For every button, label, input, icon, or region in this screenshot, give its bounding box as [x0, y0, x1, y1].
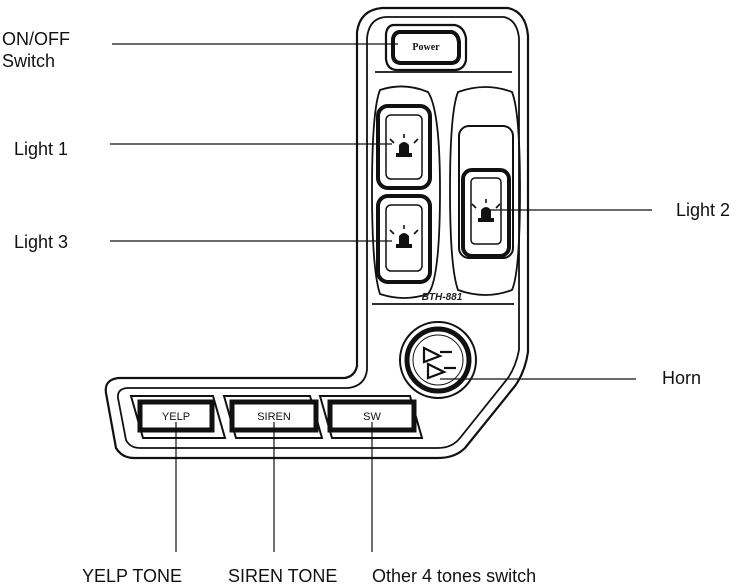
callout-horn: Horn: [662, 368, 702, 388]
model-label: BTH-881: [422, 292, 463, 303]
warning-light-icon: [389, 225, 419, 248]
callout-other-tones: Other 4 tones switch: [372, 566, 537, 586]
light-3-button[interactable]: [376, 194, 432, 284]
horn-button[interactable]: [399, 321, 477, 399]
callout-on-off-line1: ON/OFF: [2, 29, 70, 49]
horn-icon: [422, 346, 456, 380]
light-2-button[interactable]: [461, 168, 511, 258]
power-button[interactable]: Power: [384, 23, 468, 72]
housing-inner-outline: [117, 16, 520, 449]
light-1-button[interactable]: [376, 104, 432, 190]
siren-button[interactable]: SIREN: [222, 395, 324, 439]
sw-button-label: SW: [363, 411, 381, 423]
warning-light-icon: [471, 199, 501, 222]
callout-on-off-line2: Switch: [2, 51, 56, 71]
left-light-pod: [371, 85, 441, 299]
callout-siren-tone: SIREN TONE: [228, 566, 338, 586]
yelp-button-label: YELP: [162, 411, 190, 423]
siren-button-label: SIREN: [257, 411, 291, 423]
power-button-label: Power: [412, 42, 440, 53]
callout-light-3: Light 3: [14, 232, 69, 252]
yelp-button[interactable]: YELP: [129, 395, 227, 439]
warning-light-icon: [389, 134, 419, 157]
callout-light-1: Light 1: [14, 139, 69, 159]
sw-button[interactable]: SW: [318, 395, 424, 439]
callout-yelp-tone: YELP TONE: [82, 566, 183, 586]
housing-outer-outline: [104, 6, 530, 460]
leader-lines: [110, 43, 652, 552]
callout-light-2: Light 2: [676, 200, 731, 220]
device-housing: [104, 6, 530, 460]
callout-on-off-switch: ON/OFF Switch: [2, 28, 70, 72]
